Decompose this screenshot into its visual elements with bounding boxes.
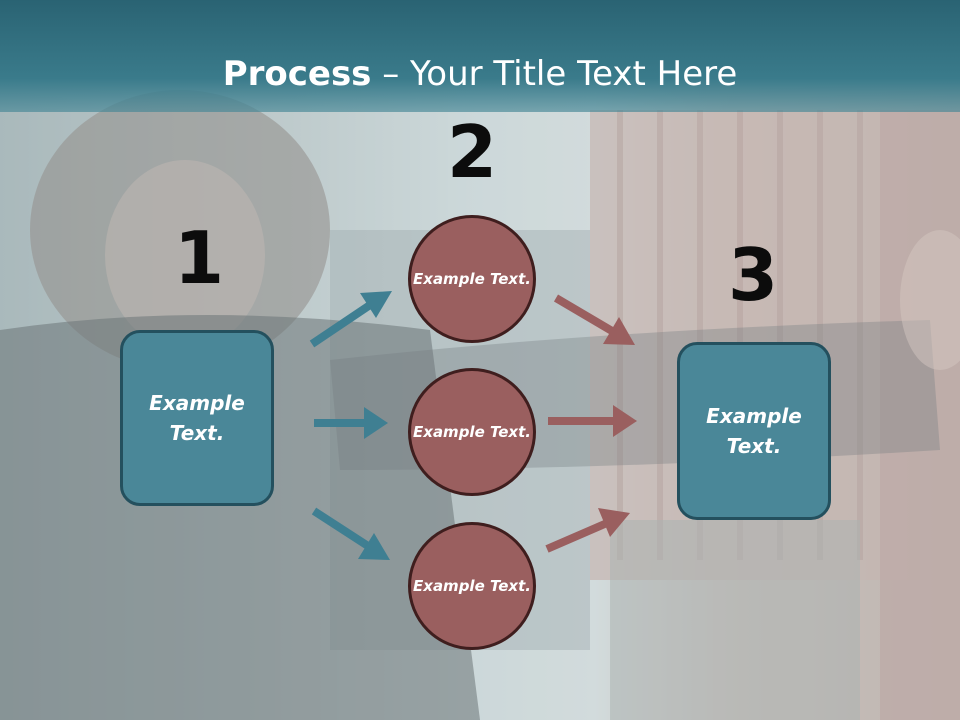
title-bar: [0, 0, 960, 112]
arrow-left-to-top: [309, 291, 392, 348]
slide-title: Process – Your Title Text Here: [0, 52, 960, 96]
step-number-1: 1: [173, 216, 225, 300]
step-number-2: 2: [446, 110, 498, 194]
circle-top-text: Example Text.: [413, 269, 531, 288]
circle-middle-text: Example Text.: [413, 422, 531, 441]
step-number-3: 3: [727, 233, 779, 317]
arrow-left-to-bottom: [311, 507, 390, 560]
arrow-left-to-middle: [314, 407, 388, 439]
circle-middle[interactable]: Example Text.: [408, 368, 536, 496]
title-bold-text: Process: [222, 54, 372, 94]
left-step-box[interactable]: Example Text.: [120, 330, 274, 506]
right-step-box[interactable]: Example Text.: [677, 342, 831, 520]
arrow-bottom-to-right: [545, 508, 630, 553]
arrow-top-to-right: [553, 294, 635, 345]
right-step-box-text: Example Text.: [706, 404, 802, 458]
title-rest-text: – Your Title Text Here: [371, 54, 738, 94]
circle-bottom[interactable]: Example Text.: [408, 522, 536, 650]
left-step-box-text: Example Text.: [149, 391, 245, 445]
circle-top[interactable]: Example Text.: [408, 215, 536, 343]
circle-bottom-text: Example Text.: [413, 576, 531, 595]
arrow-middle-to-right: [548, 405, 637, 437]
